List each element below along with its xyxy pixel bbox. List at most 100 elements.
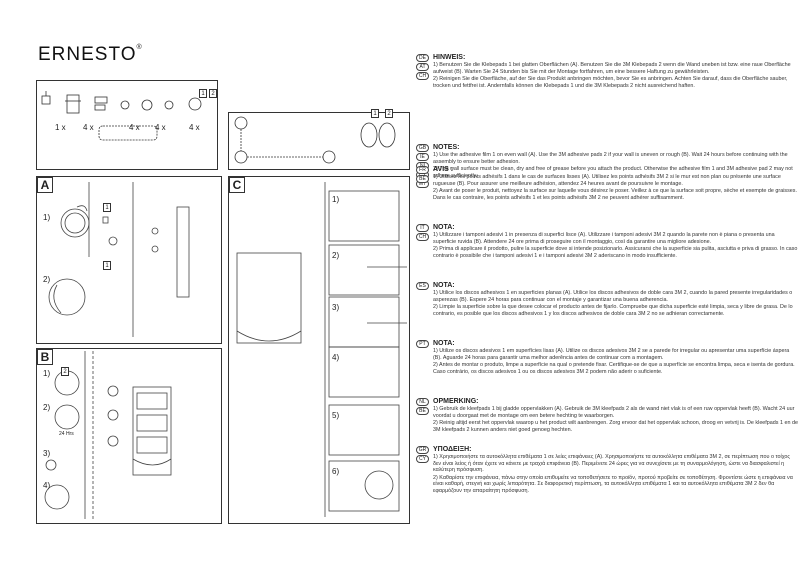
parts-illustration bbox=[41, 91, 202, 141]
panel-b-timer: 24 Hrs bbox=[59, 431, 74, 437]
note-title: HINWEIS: bbox=[433, 54, 466, 61]
qty-pads: 4 x bbox=[189, 123, 200, 132]
lang-flag: CH bbox=[416, 72, 429, 80]
panel-b-label: B bbox=[37, 349, 53, 365]
lang-flag: GR bbox=[416, 446, 429, 454]
qty-dowels: 4 x bbox=[83, 123, 94, 132]
note-section-it: IT CH NOTA: 1) Utilizzare i tamponi ades… bbox=[416, 224, 798, 276]
qty-screws: 4 x bbox=[129, 123, 140, 132]
note-paragraph: 1) Utilisez les points adhésifs 1 dans l… bbox=[433, 174, 781, 187]
lang-flag: IT bbox=[416, 224, 429, 232]
lang-flag: BE bbox=[416, 175, 429, 183]
note-paragraph: 2) Limpie la superficie sobre la que des… bbox=[433, 304, 793, 317]
panel-c-step-1: 1) bbox=[332, 195, 340, 204]
note-paragraph: 2) Avant de poser le produit, nettoyez l… bbox=[433, 188, 797, 201]
template-box: 1 2 bbox=[228, 109, 410, 170]
panel-b-step-2: 2) bbox=[43, 403, 51, 412]
brand-name: ERNESTO bbox=[38, 44, 137, 65]
panel-a: A 1) 2) 1 1 bbox=[36, 176, 222, 344]
note-body: 1) Χρησιμοποιήστε τα αυτοκόλλητα επιθέμα… bbox=[433, 454, 799, 496]
note-title: ΥΠΟΔΕΙΞΗ: bbox=[433, 446, 472, 453]
note-paragraph: 1) Χρησιμοποιήστε τα αυτοκόλλητα επιθέμα… bbox=[433, 454, 790, 474]
lang-flags: GR CY bbox=[416, 446, 430, 464]
panel-b: B 1) 2) 3) 4) 2 24 Hrs bbox=[36, 348, 222, 524]
note-paragraph: 2) The wall surface must be clean, dry a… bbox=[433, 166, 793, 179]
note-section-nl: NL BE OPMERKING: 1) Gebruik de kleefpads… bbox=[416, 398, 798, 440]
panel-a-step-1: 1) bbox=[43, 213, 51, 222]
panel-b-step-3: 3) bbox=[43, 449, 51, 458]
lang-flags: PT bbox=[416, 340, 430, 349]
note-paragraph: 1) Utilice los discos adhesivos 1 en sup… bbox=[433, 290, 793, 303]
panel-c-step-5: 5) bbox=[332, 411, 340, 420]
qty-hooks: 1 x bbox=[55, 123, 66, 132]
note-paragraph: 1) Gebruik de kleefpads 1 bij gladde opp… bbox=[433, 406, 795, 419]
note-paragraph: 2) Reinig altijd eerst het oppervlak waa… bbox=[433, 420, 798, 433]
panel-a-step-2: 2) bbox=[43, 275, 51, 284]
note-body: 1) Use the adhesive film 1 on even wall … bbox=[433, 152, 799, 180]
panel-b-step-4: 4) bbox=[43, 481, 51, 490]
note-paragraph: 1) Utilizzare i tamponi adesivi 1 in pre… bbox=[433, 232, 775, 245]
lang-flag: NL bbox=[416, 398, 429, 406]
lang-flag: AT bbox=[416, 63, 429, 71]
note-paragraph: 2) Prima di applicare il prodotto, pulir… bbox=[433, 246, 798, 259]
note-body: 1) Benutzen Sie die Klebepads 1 bei glat… bbox=[433, 62, 799, 90]
qty-caps: 4 x bbox=[155, 123, 166, 132]
note-title: NOTA: bbox=[433, 224, 455, 231]
panel-c-step-6: 6) bbox=[332, 467, 340, 476]
note-paragraph: 1) Use the adhesive film 1 on even wall … bbox=[433, 152, 788, 165]
note-paragraph: 2) Reinigen Sie die Oberfläche, auf der … bbox=[433, 76, 788, 89]
lang-flags: DE AT CH bbox=[416, 54, 430, 81]
panel-c: C 1) 2) 3) 4) 5) 6) bbox=[228, 176, 410, 524]
note-title: OPMERKING: bbox=[433, 398, 479, 405]
note-body: 1) Utilisez les points adhésifs 1 dans l… bbox=[433, 174, 799, 202]
lang-flag: FR bbox=[416, 166, 429, 174]
template-tag-1: 1 bbox=[371, 109, 379, 118]
note-title: NOTA: bbox=[433, 340, 455, 347]
note-paragraph: 2) Antes de montar o produto, limpe a su… bbox=[433, 362, 795, 375]
brand-logo: ERNESTO® bbox=[38, 44, 143, 66]
note-section-gr: GR CY ΥΠΟΔΕΙΞΗ: 1) Χρησιμοποιήστε τα αυτ… bbox=[416, 446, 798, 502]
note-section-es: ES NOTA: 1) Utilice los discos adhesivos… bbox=[416, 282, 798, 334]
part-tag-1: 1 bbox=[199, 89, 207, 98]
lang-flag: CY bbox=[416, 455, 429, 463]
note-title: AVIS : bbox=[433, 166, 454, 173]
panel-b-step-1: 1) bbox=[43, 369, 51, 378]
wall-template-illustration bbox=[234, 116, 396, 164]
lang-flags: FR BE bbox=[416, 166, 430, 184]
note-section-pt: PT NOTA: 1) Utilize os discos adesivos 1… bbox=[416, 340, 798, 392]
lang-flag: BE bbox=[416, 407, 429, 415]
note-body: 1) Gebruik de kleefpads 1 bij gladde opp… bbox=[433, 406, 799, 434]
panel-c-label: C bbox=[229, 177, 245, 193]
panel-c-illustration bbox=[236, 182, 407, 517]
lang-flag: DE bbox=[416, 54, 429, 62]
note-body: 1) Utilice los discos adhesivos 1 en sup… bbox=[433, 290, 799, 318]
note-title: NOTA: bbox=[433, 282, 455, 289]
panel-c-step-2: 2) bbox=[332, 251, 340, 260]
note-paragraph: 1) Utilize os discos adesivos 1 em super… bbox=[433, 348, 790, 361]
lang-flags: IT CH bbox=[416, 224, 430, 242]
panel-a-tag-1: 1 bbox=[103, 203, 111, 212]
note-body: 1) Utilizzare i tamponi adesivi 1 in pre… bbox=[433, 232, 799, 260]
part-tag-2: 2 bbox=[209, 89, 217, 98]
note-section-de: DE AT CH HINWEIS: 1) Benutzen Sie die Kl… bbox=[416, 54, 798, 130]
panel-a-label: A bbox=[37, 177, 53, 193]
note-paragraph: 1) Benutzen Sie die Klebepads 1 bei glat… bbox=[433, 62, 791, 75]
template-tag-2: 2 bbox=[385, 109, 393, 118]
lang-flag: GB bbox=[416, 144, 429, 152]
panel-c-step-4: 4) bbox=[332, 353, 340, 362]
lang-flag: IE bbox=[416, 153, 429, 161]
lang-flags: NL BE bbox=[416, 398, 430, 416]
note-paragraph: 2) Καθαρίστε την επιφάνεια, πάνω στην οπ… bbox=[433, 474, 793, 494]
panel-c-step-3: 3) bbox=[332, 303, 340, 312]
note-section-fr: FR BE AVIS : 1) Utilisez les points adhé… bbox=[416, 166, 798, 216]
lang-flag: ES bbox=[416, 282, 429, 290]
lang-flags: ES bbox=[416, 282, 430, 291]
panel-b-illustration bbox=[44, 351, 172, 519]
note-body: 1) Utilize os discos adesivos 1 em super… bbox=[433, 348, 799, 376]
note-title: NOTES: bbox=[433, 144, 460, 151]
panel-a-illustration bbox=[48, 182, 190, 337]
panel-b-tag-2: 2 bbox=[61, 367, 69, 376]
brand-registered-mark: ® bbox=[136, 44, 143, 51]
lang-flag: CH bbox=[416, 233, 429, 241]
